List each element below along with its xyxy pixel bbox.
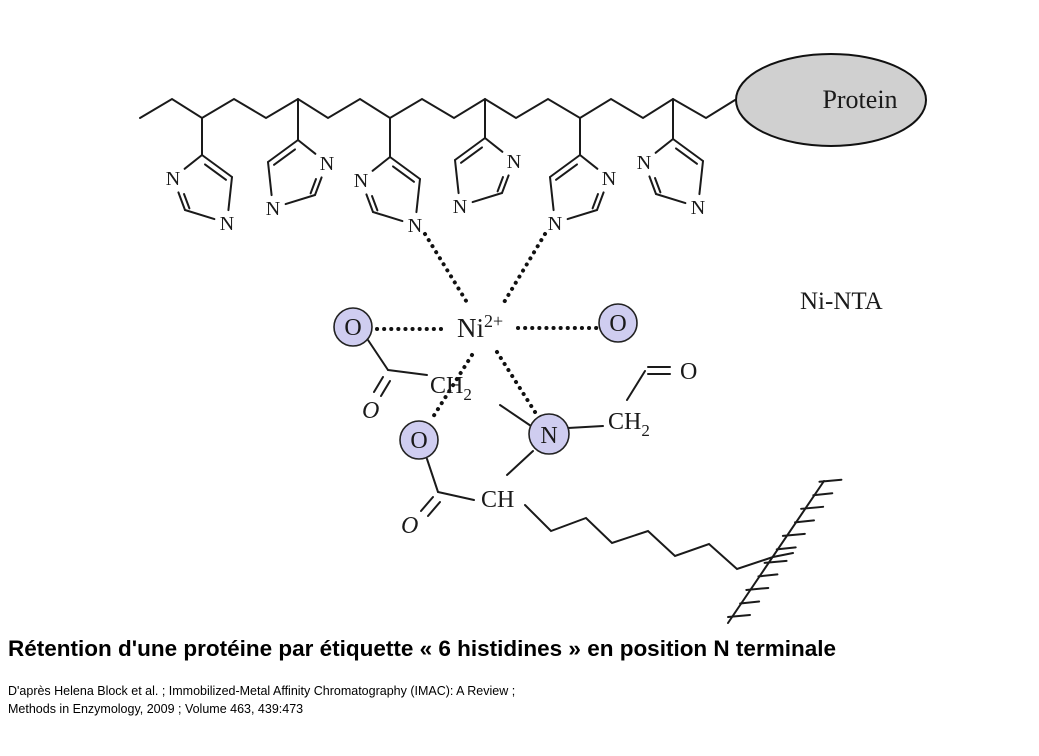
histidine-ring: NN (453, 98, 521, 218)
ring-nitrogen: N (320, 153, 334, 175)
histidine-ring: NN (266, 98, 334, 220)
support-hatching (727, 478, 843, 618)
polymer-backbone (139, 97, 736, 120)
ring-nitrogen: N (691, 197, 705, 219)
ring-nitrogen: N (548, 213, 562, 235)
ring-nitrogen: N (354, 170, 368, 192)
ring-nitrogen: N (507, 151, 521, 173)
ring-nitrogen: N (602, 168, 616, 190)
ring-nitrogen: N (637, 152, 651, 174)
coordination-bonds (375, 232, 599, 419)
ring-nitrogen: N (266, 198, 280, 220)
solid-support (727, 480, 825, 624)
histidine-ring: NN (166, 117, 234, 235)
histidine-ring: NN (637, 98, 705, 219)
figure-title: Rétention d'une protéine par étiquette «… (8, 636, 836, 661)
ni-nta-label: Ni-NTA (800, 288, 883, 315)
protein-label: Protein (822, 85, 897, 114)
ligand-oxygen-right: O (598, 303, 638, 343)
ring-nitrogen: N (166, 168, 180, 190)
carbonyl-oxygen-left: O (362, 398, 379, 424)
ligand-oxygen-bottom: O (399, 420, 439, 460)
svg-text:N: N (540, 423, 557, 449)
ring-nitrogen: N (408, 215, 422, 237)
methylene-left: CH2 (430, 373, 472, 404)
ligand-oxygen-left: O (333, 307, 373, 347)
protein: Protein (735, 53, 927, 147)
svg-text:O: O (410, 428, 427, 454)
svg-text:O: O (344, 315, 361, 341)
histidine-ring: NN (354, 117, 422, 237)
ligand-nitrogen: N (528, 413, 570, 455)
reference-line-1: D'après Helena Block et al. ; Immobilize… (8, 684, 516, 698)
methine-ch: CH (481, 487, 514, 513)
nickel-ion: Ni2+ (457, 311, 503, 343)
protein-ellipse (735, 53, 927, 147)
carbonyl-oxygen-right: O (680, 359, 697, 385)
svg-text:O: O (609, 311, 626, 337)
methylene-right: CH2 (608, 409, 650, 440)
histidine-ring: NN (548, 117, 616, 235)
carbonyl-oxygen-bottom: O (401, 513, 418, 539)
reference-line-2: Methods in Enzymology, 2009 ; Volume 463… (8, 702, 304, 716)
ring-nitrogen: N (220, 213, 234, 235)
ring-nitrogen: N (453, 196, 467, 218)
nta-bonds (367, 339, 843, 624)
